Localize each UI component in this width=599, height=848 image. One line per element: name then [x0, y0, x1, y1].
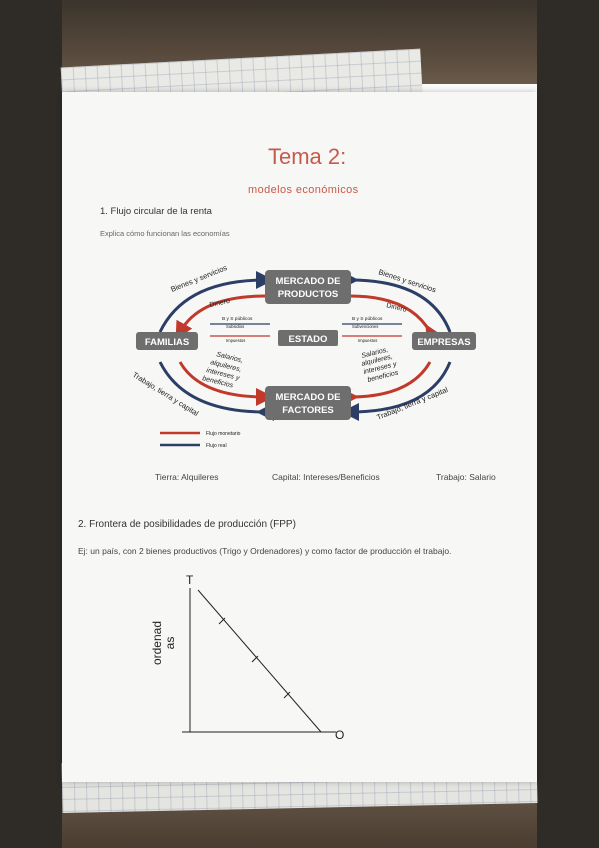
- real-flow-goods-left: [158, 271, 274, 333]
- market-products-box: [265, 270, 351, 304]
- x-axis-letter: O: [335, 728, 345, 742]
- ppf-tick-2: [251, 655, 259, 663]
- taxes-right-label: Impuestos: [358, 338, 377, 343]
- work-right-label: Trabajo, tierra y capital: [375, 385, 449, 422]
- income-flow-right: [340, 361, 432, 407]
- money-left-label: Dinero: [209, 298, 231, 309]
- y-axis-letter: T: [186, 573, 194, 587]
- real-flow-work-left: [158, 361, 275, 422]
- legend-real-label: Flujo real: [206, 443, 227, 449]
- market-factors-line2: FACTORES: [282, 405, 334, 416]
- ppf-tick-1: [218, 617, 226, 625]
- companies-box: [412, 332, 476, 350]
- money-flow-right: [349, 294, 443, 345]
- public-goods-left-label: B y S públicos: [222, 316, 253, 322]
- money-flow-left: [175, 294, 266, 340]
- document-subtitle: modelos económicos: [248, 184, 359, 196]
- label-capital: Capital: Intereses/Beneficios: [272, 472, 380, 482]
- y-axis-label: ordenad as: [150, 611, 191, 675]
- income-flow-left: [178, 361, 274, 406]
- section2-heading: 2. Frontera de posibilidades de producci…: [78, 519, 296, 530]
- legend-monetary-label: Flujo monetario: [206, 431, 241, 437]
- section2-example: Ej: un país, con 2 bienes productivos (T…: [78, 546, 452, 556]
- label-land: Tierra: Alquileres: [155, 472, 219, 482]
- section1-instruction: Explica cómo funcionan las economías: [100, 229, 230, 238]
- y-axis-label-line2: as: [163, 636, 177, 650]
- subsidies-left-label: Subsidios: [226, 324, 244, 329]
- companies-label: EMPRESAS: [417, 337, 470, 348]
- ppf-graph: [182, 588, 336, 733]
- market-products-line1: MERCADO DE: [276, 276, 341, 287]
- document-sheet: [62, 92, 537, 782]
- public-goods-right-label: B y S públicos: [352, 316, 383, 322]
- ppf-tick-3: [283, 691, 291, 699]
- real-flow-work-right: [341, 361, 452, 421]
- ppf-line: [197, 589, 322, 733]
- goods-left-label: Bienes y servicios: [169, 263, 228, 294]
- section1-heading: 1. Flujo circular de la renta: [100, 206, 212, 217]
- document-title: Tema 2:: [268, 144, 347, 169]
- state-label: ESTADO: [289, 334, 328, 345]
- income-right-group: Salarios, alquileres, intereses y benefi…: [361, 347, 400, 384]
- money-right-label: Dinero: [386, 302, 408, 314]
- subsidies-right-label: Subvenciones: [352, 324, 378, 329]
- table-edge-right: [537, 0, 599, 848]
- taxes-left-label: Impuestos: [226, 338, 245, 343]
- market-factors-box: [265, 386, 351, 420]
- families-label: FAMILIAS: [145, 337, 189, 348]
- income-left-group: Salarios, alquileres, intereses y benefi…: [202, 351, 244, 390]
- circular-flow-diagram: MERCADO DE PRODUCTOS MERCADO DE FACTORES…: [131, 263, 476, 449]
- state-box: [278, 330, 338, 346]
- table-edge-left: [0, 0, 62, 848]
- label-work: Trabajo: Salario: [436, 472, 496, 482]
- market-factors-line1: MERCADO DE: [276, 392, 341, 403]
- families-box: [136, 332, 198, 350]
- real-flow-goods-right: [340, 270, 452, 333]
- market-products-line2: PRODUCTOS: [278, 289, 339, 300]
